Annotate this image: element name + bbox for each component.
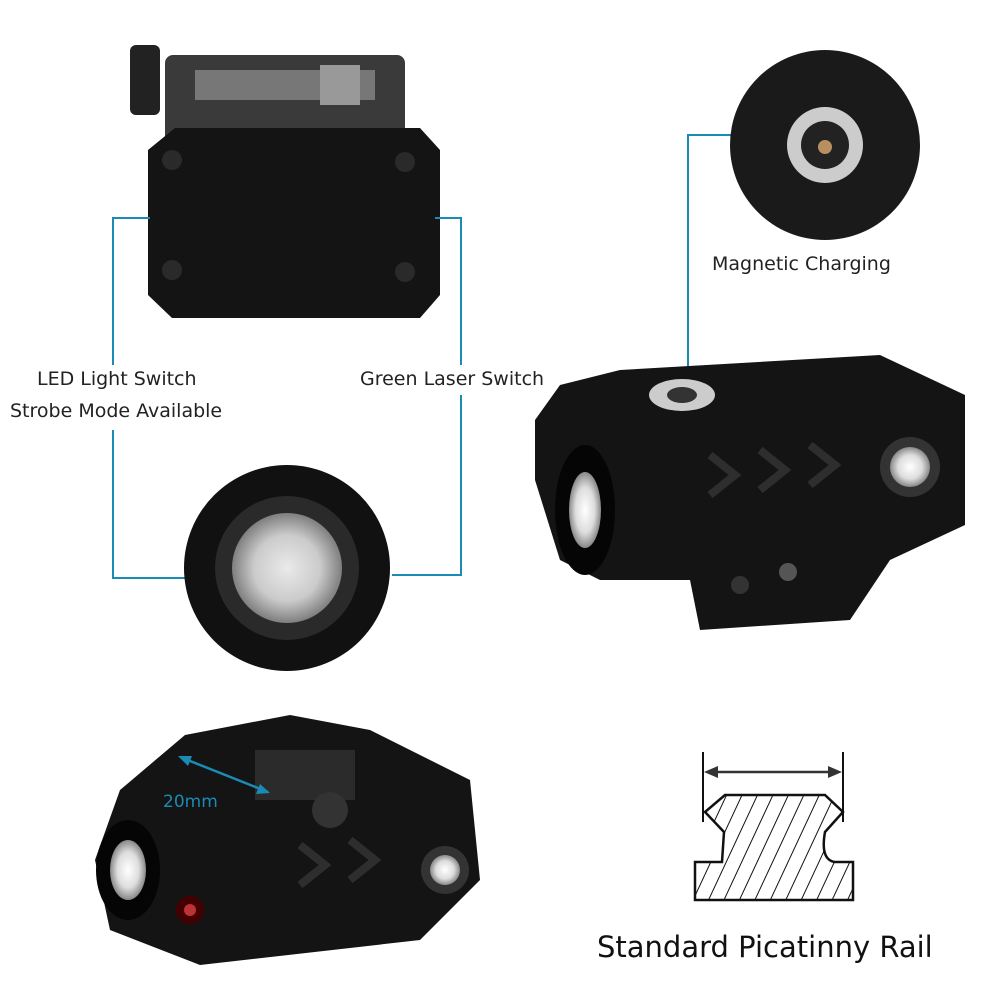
side-view-light [535, 355, 965, 630]
callout-lines [112, 134, 735, 579]
picatinny-rail-title: Standard Picatinny Rail [597, 930, 933, 964]
strobe-mode-label: Strobe Mode Available [10, 400, 223, 422]
laser-switch-label: Green Laser Switch [360, 368, 545, 390]
magnetic-charging-label: Magnetic Charging [712, 253, 891, 275]
switch-closeup [184, 465, 390, 671]
led-switch-label: LED Light Switch [37, 368, 197, 390]
angled-view-light [95, 715, 480, 965]
top-view-mount [130, 45, 440, 318]
magnetic-closeup [730, 50, 920, 240]
picatinny-rail-diagram [693, 752, 855, 902]
rail-width-label: 20mm [163, 792, 218, 812]
